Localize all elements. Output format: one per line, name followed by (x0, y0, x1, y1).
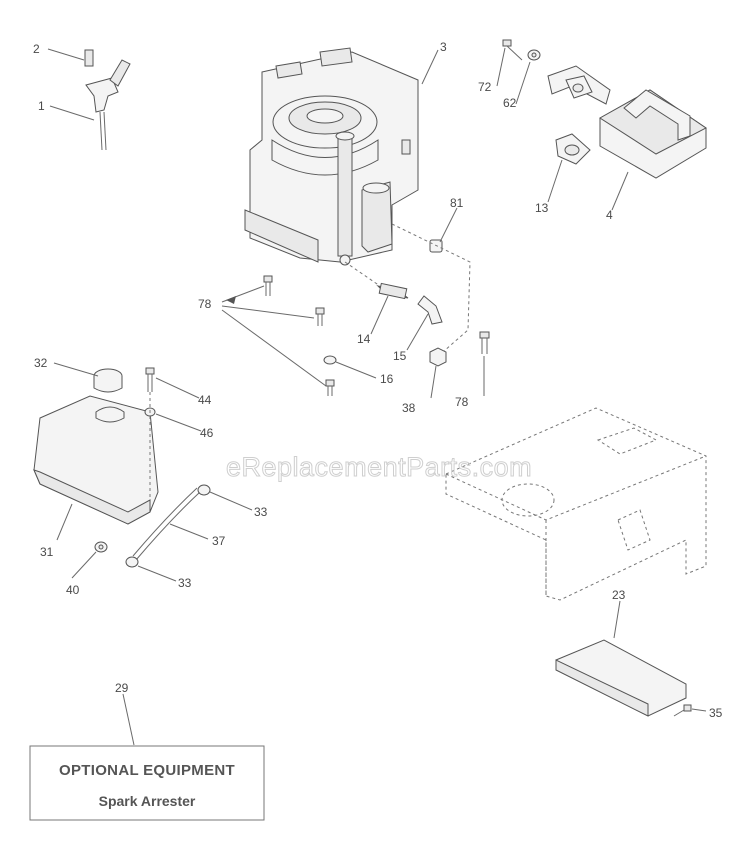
callout-13: 13 (535, 201, 549, 215)
callout-4: 4 (606, 208, 613, 222)
screw-72-part (502, 39, 523, 61)
frame-reference-part (445, 407, 707, 601)
callout-14: 14 (357, 332, 371, 346)
callout-81: 81 (450, 196, 464, 210)
callout-33b: 33 (178, 576, 192, 590)
callout-16: 16 (380, 372, 394, 386)
washer-16-part (323, 355, 337, 365)
screw-44-part (145, 367, 155, 392)
throttle-control-part (84, 49, 131, 151)
callout-29: 29 (115, 681, 129, 695)
callout-35: 35 (709, 706, 723, 720)
callout-46: 46 (200, 426, 214, 440)
callout-33a: 33 (254, 505, 268, 519)
callout-32: 32 (34, 356, 48, 370)
callout-38: 38 (402, 401, 416, 415)
callout-40: 40 (66, 583, 80, 597)
callout-78a: 78 (198, 297, 212, 311)
fuel-line-37-part (132, 487, 201, 561)
optional-equipment-title: OPTIONAL EQUIPMENT (59, 762, 235, 779)
callout-37: 37 (212, 534, 226, 548)
callout-15: 15 (393, 349, 407, 363)
fitting-14-part (376, 282, 409, 300)
callout-3: 3 (440, 40, 447, 54)
optional-equipment-box: OPTIONAL EQUIPMENT Spark Arrester (29, 745, 265, 821)
muffler-part (547, 65, 707, 179)
heat-shield-23-part (555, 639, 687, 717)
callout-31: 31 (40, 545, 54, 559)
clamp-33-part (125, 484, 211, 568)
callout-72: 72 (478, 80, 492, 94)
watermark-text: eReplacementParts.com (226, 452, 532, 482)
fuel-cap-part (93, 368, 123, 393)
fuel-tank-part (33, 395, 159, 525)
arrow-head-icon (226, 296, 236, 304)
nut-38-part (429, 347, 447, 367)
fitting-81-part (429, 239, 443, 253)
callout-62: 62 (503, 96, 517, 110)
callout-1: 1 (38, 99, 45, 113)
callout-2: 2 (33, 42, 40, 56)
engine-part (244, 47, 419, 266)
leader-lines (47, 47, 707, 746)
optional-equipment-subtitle: Spark Arrester (99, 793, 196, 809)
screw-35-part (673, 704, 692, 717)
callout-78b: 78 (455, 395, 469, 409)
washer-62-part (527, 49, 541, 61)
elbow-15-part (417, 295, 443, 325)
callout-23: 23 (612, 588, 626, 602)
bolt-78-part (263, 275, 490, 396)
bushing-40-part (94, 541, 108, 553)
callout-44: 44 (198, 393, 212, 407)
callout-labels: 2 1 3 72 62 13 4 81 78 14 15 16 38 78 32… (33, 40, 723, 720)
